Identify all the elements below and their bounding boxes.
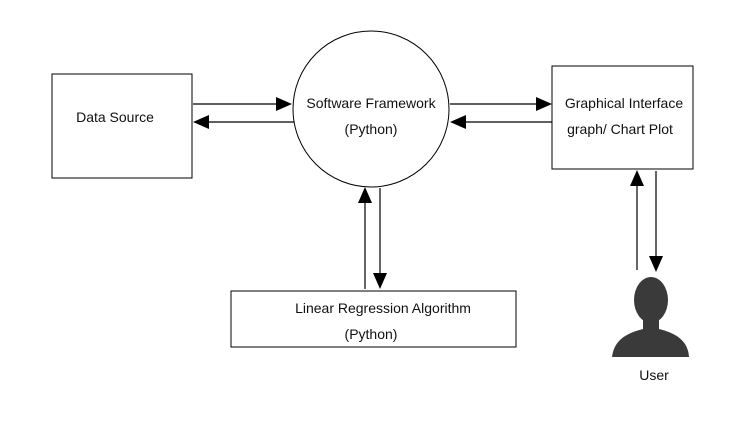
software-framework-node: Software Framework (Python) (292, 30, 450, 188)
arrow-linear-regression-to-framework (358, 187, 372, 289)
graphical-interface-title: Graphical Interface (565, 95, 683, 111)
software-framework-title: Software Framework (306, 95, 436, 111)
data-source-node: Data Source (51, 73, 193, 179)
linear-regression-title: Linear Regression Algorithm (295, 300, 471, 316)
graphical-interface-box (551, 65, 694, 170)
linear-regression-node: Linear Regression Algorithm (Python) (230, 290, 517, 348)
arrow-graphical-interface-to-framework (450, 115, 552, 129)
graphical-interface-subtitle: graph/ Chart Plot (567, 121, 673, 137)
arrow-framework-to-linear-regression (373, 188, 387, 289)
user-label: User (639, 367, 669, 383)
graphical-interface-node: Graphical Interface graph/ Chart Plot (551, 65, 694, 170)
linear-regression-subtitle: (Python) (345, 326, 398, 342)
software-framework-circle (292, 30, 450, 188)
linear-regression-box (230, 290, 517, 348)
data-source-label: Data Source (76, 109, 154, 125)
arrow-framework-to-data-source (193, 115, 294, 129)
arrow-data-source-to-framework (193, 97, 292, 111)
arrow-graphical-interface-to-user (649, 171, 663, 272)
user-node: User (612, 277, 689, 383)
user-silhouette-icon (612, 277, 689, 357)
data-source-box (51, 73, 193, 179)
arrow-user-to-graphical-interface (630, 170, 644, 270)
arrow-framework-to-graphical-interface (450, 97, 552, 111)
software-framework-subtitle: (Python) (345, 121, 398, 137)
